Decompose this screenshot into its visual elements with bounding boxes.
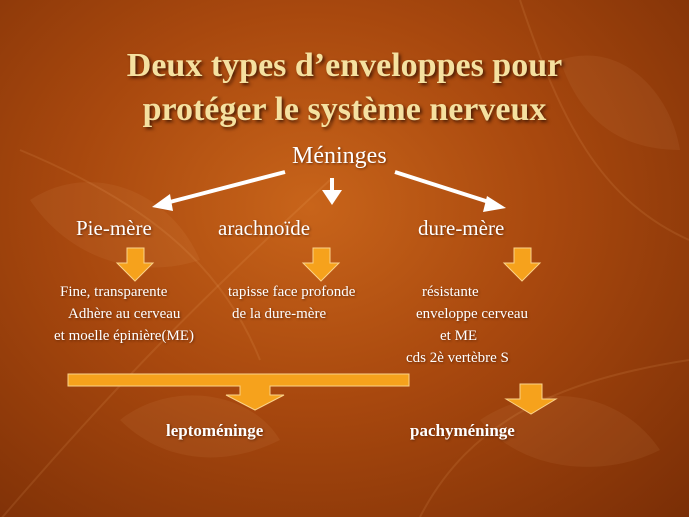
desc-arachnoide-1: tapisse face profonde <box>228 284 356 300</box>
label-leptomeninge: leptoméninge <box>166 421 264 440</box>
desc-pie-2: Adhère au cerveau <box>68 306 181 322</box>
label-pachymeninge: pachyméninge <box>410 421 515 440</box>
desc-dure-1: résistante <box>422 284 479 300</box>
desc-arachnoide-2: de la dure-mère <box>232 306 327 322</box>
label-arachnoide: arachnoïde <box>218 216 311 240</box>
label-dure-mere: dure-mère <box>418 216 505 240</box>
desc-pie-3: et moelle épinière(ME) <box>54 328 194 344</box>
title-line-2: protéger le système nerveux <box>142 91 547 128</box>
arrow-to-arachnoide-head <box>322 190 342 205</box>
arrow-to-dure-mere-head <box>483 196 506 212</box>
title-line-1: Deux types d’enveloppes pour <box>126 47 563 84</box>
down-arrow-pachymeninge <box>504 383 558 415</box>
down-arrow-arachnoide <box>301 247 341 282</box>
label-pie-mere: Pie-mère <box>76 216 152 240</box>
root-label-meninges: Méninges <box>292 143 387 169</box>
desc-dure-4: cds 2è vertèbre S <box>406 350 509 366</box>
desc-dure-2: enveloppe cerveau <box>416 306 529 322</box>
merge-arrow-leptomeninge <box>67 373 410 411</box>
down-arrow-pie <box>115 247 155 282</box>
arrow-to-pie-mere-head <box>152 194 173 211</box>
arrow-to-pie-mere <box>165 170 286 205</box>
desc-pie-1: Fine, transparente <box>60 284 168 300</box>
desc-dure-3: et ME <box>440 328 478 344</box>
down-arrow-dure <box>502 247 542 282</box>
arrow-to-dure-mere <box>394 170 493 205</box>
